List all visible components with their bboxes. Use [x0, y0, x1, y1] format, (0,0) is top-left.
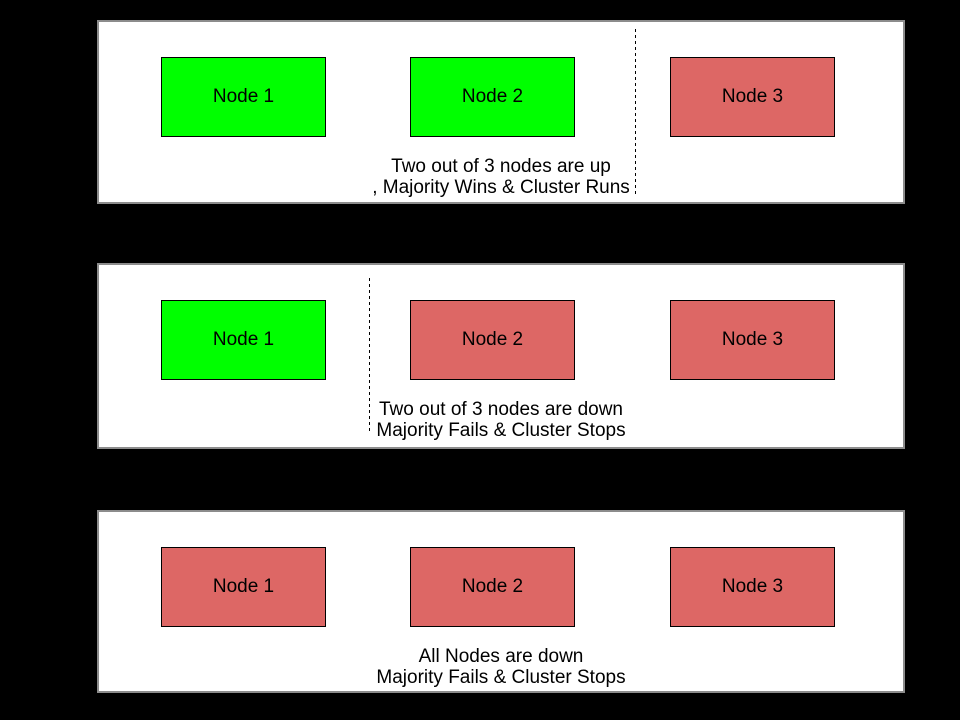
node-box: Node 3: [670, 300, 835, 380]
quorum-divider-dashed-line: [635, 29, 636, 195]
node-box: Node 1: [161, 547, 326, 627]
node-box: Node 1: [161, 57, 326, 137]
panel-caption: All Nodes are down Majority Fails & Clus…: [99, 646, 903, 688]
caption-line-2: Majority Fails & Cluster Stops: [376, 420, 626, 441]
panel-all-nodes-down: Node 1 Node 2 Node 3 All Nodes are down …: [97, 510, 905, 693]
node-label: Node 1: [212, 576, 275, 597]
caption-line-1: All Nodes are down: [418, 646, 584, 667]
node-label: Node 3: [721, 576, 784, 597]
node-box: Node 2: [410, 300, 575, 380]
panel-two-nodes-down: Node 1 Node 2 Node 3 Two out of 3 nodes …: [97, 263, 905, 449]
node-label: Node 3: [721, 86, 784, 107]
node-box: Node 3: [670, 547, 835, 627]
caption-line-1: Two out of 3 nodes are up: [391, 156, 611, 177]
caption-line-1: Two out of 3 nodes are down: [379, 399, 623, 420]
caption-line-2: , Majority Wins & Cluster Runs: [372, 177, 630, 198]
node-label: Node 3: [721, 329, 784, 350]
caption-line-2: Majority Fails & Cluster Stops: [376, 667, 626, 688]
node-label: Node 1: [212, 329, 275, 350]
panel-caption: Two out of 3 nodes are down Majority Fai…: [99, 399, 903, 441]
node-box: Node 1: [161, 300, 326, 380]
node-label: Node 1: [212, 86, 275, 107]
node-box: Node 3: [670, 57, 835, 137]
node-label: Node 2: [461, 86, 524, 107]
panel-two-nodes-up: Node 1 Node 2 Node 3 Two out of 3 nodes …: [97, 20, 905, 204]
quorum-divider-dashed-line: [369, 278, 370, 434]
node-box: Node 2: [410, 57, 575, 137]
node-label: Node 2: [461, 576, 524, 597]
node-label: Node 2: [461, 329, 524, 350]
node-box: Node 2: [410, 547, 575, 627]
panel-caption: Two out of 3 nodes are up , Majority Win…: [99, 156, 903, 198]
